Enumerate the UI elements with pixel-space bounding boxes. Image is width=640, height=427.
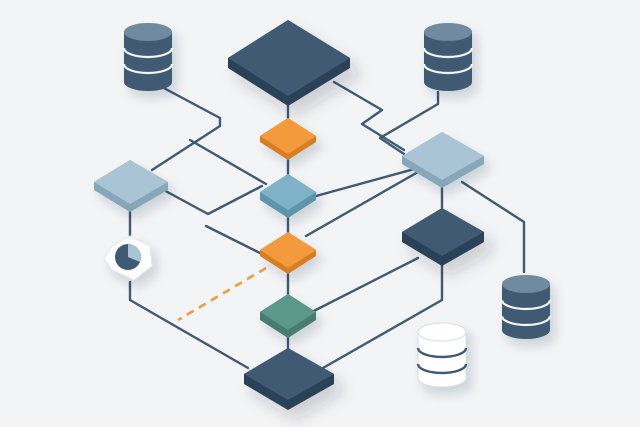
database-icon	[416, 322, 468, 388]
connector-pie-to-bottom	[128, 280, 250, 370]
right-hub-tile	[402, 208, 484, 266]
connector-db-to-right-panel	[378, 90, 440, 156]
connector-left-panel-to-blue	[158, 184, 264, 216]
bottom-hub-tile	[244, 348, 334, 410]
connector-blue-to-right-panel	[314, 166, 420, 198]
connector-right-hub-to-teal	[298, 256, 420, 320]
connector-to-blue-node	[188, 138, 268, 186]
pie-chart-icon	[103, 235, 153, 281]
teal-node	[260, 294, 316, 338]
left-panel-tile	[94, 160, 168, 212]
blue-node	[260, 174, 316, 218]
connector-to-orange2	[204, 224, 264, 256]
dashed-connector	[177, 266, 267, 322]
connector-db-to-left-panel	[150, 84, 222, 172]
orange-node	[260, 232, 316, 274]
top-hub-tile	[228, 20, 350, 106]
connector-right-hub-to-bottom	[314, 260, 444, 374]
connector-to-right-panel-2	[304, 170, 420, 238]
orange-node	[260, 118, 316, 160]
database-icon	[500, 275, 552, 339]
database-icon	[122, 23, 174, 91]
right-panel-tile	[402, 132, 484, 188]
database-icon	[422, 23, 474, 91]
connector-right-panel-to-db	[460, 180, 526, 274]
